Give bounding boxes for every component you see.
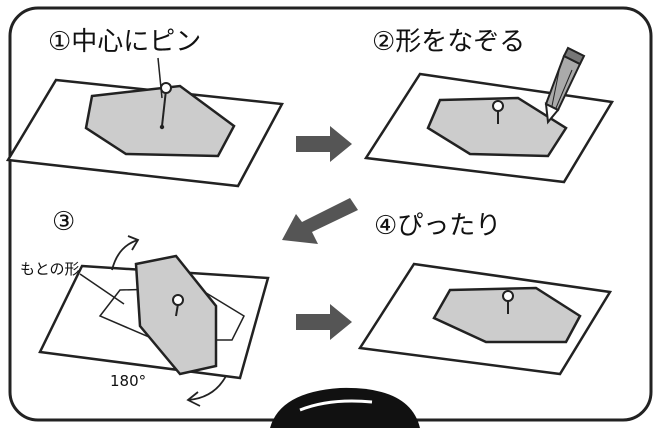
panel-1 [5,57,284,188]
hexagon-shape [426,96,568,158]
pointer-line [157,57,163,99]
arrow-head [186,391,201,407]
pin-needle [175,303,179,317]
pointer-line [79,273,125,305]
panel-3 [38,235,270,407]
original-shape-label: もとの形 [20,260,80,278]
panel-4 [357,262,613,376]
hexagon-shape [84,84,236,158]
pin-head [492,100,504,112]
right-arrow-icon [296,126,352,162]
pin-head [172,294,184,306]
pencil-icon [544,46,586,125]
step4-label: ④ぴったり [374,211,501,241]
pin-needle [161,89,167,127]
rotate-arrow-icon [111,239,139,271]
hair-decoration [270,387,420,428]
down-left-arrow-icon [282,198,358,244]
pin-head [160,82,172,94]
hexagon-shape [432,286,582,344]
step1-label: ①中心にピン [48,27,201,57]
rotate-arrow-icon [187,375,227,401]
pin-head [502,290,514,302]
step2-label: ②形をなぞる [372,27,525,57]
right-arrow-icon [296,304,352,340]
arrow-head [127,235,140,251]
step3-label: ③ [52,207,75,237]
rotation-label: 180° [110,372,146,390]
panel-2 [363,46,615,184]
pin-point [159,124,165,130]
